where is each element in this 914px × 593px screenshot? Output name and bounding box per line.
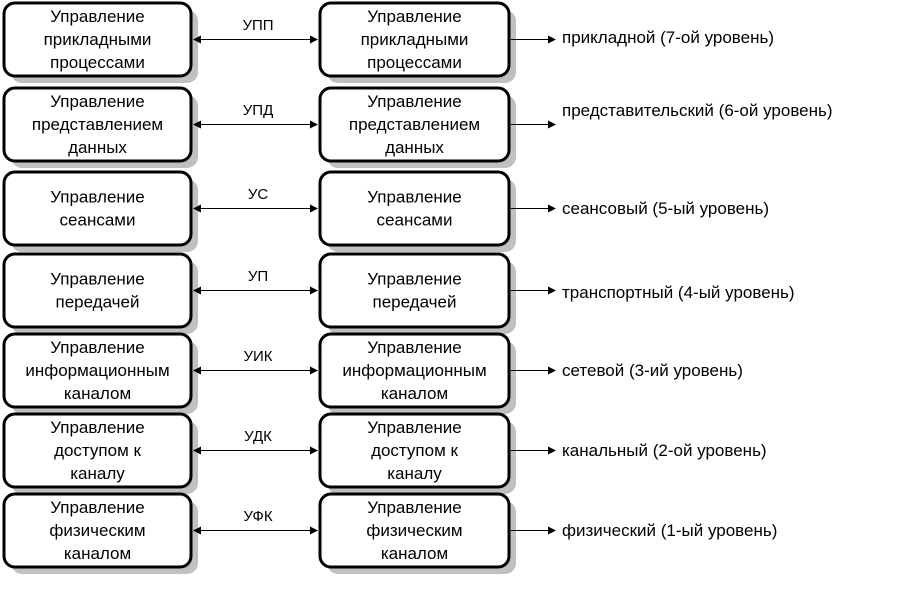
right-layer-text-line: каналу bbox=[387, 464, 442, 483]
protocol-label: УПП bbox=[242, 17, 273, 34]
left-layer-box bbox=[2, 492, 193, 569]
right-layer-text-line: Управление bbox=[367, 418, 462, 437]
right-layer-text-line: физическим bbox=[366, 521, 462, 540]
right-layer-text-line: сеансами bbox=[377, 210, 453, 229]
level-arrowhead bbox=[548, 526, 556, 535]
right-layer-text-line: процессами bbox=[367, 53, 462, 72]
connector-right-arrowhead bbox=[310, 204, 318, 213]
protocol-label: УПД bbox=[243, 102, 273, 119]
right-layer-text-line: передачей bbox=[372, 292, 456, 311]
right-layer-text-line: прикладными bbox=[361, 30, 469, 49]
left-layer-text-line: сеансами bbox=[60, 210, 136, 229]
level-label: канальный (2-ой уровень) bbox=[562, 441, 767, 460]
labels: УправлениеприкладнымипроцессамиУправлени… bbox=[25, 7, 832, 563]
right-layer-text-line: информационным bbox=[342, 361, 486, 380]
right-layer-box bbox=[318, 252, 511, 329]
right-layer-text-line: Управление bbox=[367, 188, 462, 207]
left-layer-text-line: Управление bbox=[50, 270, 145, 289]
right-layer-text-line: Управление bbox=[367, 7, 462, 26]
level-label: транспортный (4-ый уровень) bbox=[562, 283, 795, 302]
connectors bbox=[193, 35, 556, 535]
left-layer-text-line: Управление bbox=[50, 188, 145, 207]
right-layer-text-line: доступом к bbox=[371, 441, 458, 460]
right-layer-text-line: данных bbox=[385, 138, 444, 157]
right-layer-text-line: Управление bbox=[367, 270, 462, 289]
right-layer-text-line: каналом bbox=[381, 544, 448, 563]
left-layer-text-line: данных bbox=[68, 138, 127, 157]
left-layer-text-line: физическим bbox=[49, 521, 145, 540]
right-layer-text-line: каналом bbox=[381, 384, 448, 403]
level-arrowhead bbox=[548, 446, 556, 455]
left-layer-box bbox=[2, 332, 193, 409]
connector-left-arrowhead bbox=[193, 446, 201, 455]
level-arrowhead bbox=[548, 366, 556, 375]
right-layer-box bbox=[318, 86, 511, 163]
connector-left-arrowhead bbox=[193, 35, 201, 44]
left-layer-text-line: представлением bbox=[32, 115, 163, 134]
connector-right-arrowhead bbox=[310, 120, 318, 129]
left-layer-text-line: передачей bbox=[55, 292, 139, 311]
connector-left-arrowhead bbox=[193, 286, 201, 295]
left-layer-text-line: Управление bbox=[50, 338, 145, 357]
left-layer-text-line: Управление bbox=[50, 7, 145, 26]
left-layer-text-line: доступом к bbox=[54, 441, 141, 460]
protocol-label: УИК bbox=[243, 348, 272, 365]
right-layer-text-line: Управление bbox=[367, 338, 462, 357]
connector-left-arrowhead bbox=[193, 366, 201, 375]
protocol-label: УФК bbox=[243, 508, 272, 525]
right-layer-box bbox=[318, 1, 511, 78]
left-layer-text-line: информационным bbox=[25, 361, 169, 380]
layer-boxes bbox=[2, 1, 511, 569]
level-arrowhead bbox=[548, 204, 556, 213]
connector-right-arrowhead bbox=[310, 526, 318, 535]
right-layer-text-line: Управление bbox=[367, 498, 462, 517]
connector-right-arrowhead bbox=[310, 286, 318, 295]
level-label: представительский (6-ой уровень) bbox=[562, 101, 833, 120]
connector-right-arrowhead bbox=[310, 446, 318, 455]
left-layer-text-line: прикладными bbox=[44, 30, 152, 49]
left-layer-text-line: каналом bbox=[64, 384, 131, 403]
left-layer-text-line: процессами bbox=[50, 53, 145, 72]
left-layer-text-line: Управление bbox=[50, 92, 145, 111]
level-label: физический (1-ый уровень) bbox=[562, 521, 777, 540]
connector-left-arrowhead bbox=[193, 526, 201, 535]
left-layer-box bbox=[2, 1, 193, 78]
left-layer-text-line: Управление bbox=[50, 498, 145, 517]
right-layer-box bbox=[318, 332, 511, 409]
level-label: сетевой (3-ий уровень) bbox=[562, 361, 743, 380]
level-arrowhead bbox=[548, 35, 556, 44]
right-layer-box bbox=[318, 412, 511, 489]
right-layer-box bbox=[318, 492, 511, 569]
left-layer-text-line: каналу bbox=[70, 464, 125, 483]
protocol-label: УС bbox=[248, 186, 269, 203]
left-layer-box bbox=[2, 252, 193, 329]
left-layer-text-line: каналом bbox=[64, 544, 131, 563]
connector-right-arrowhead bbox=[310, 35, 318, 44]
level-label: прикладной (7-ой уровень) bbox=[562, 28, 774, 47]
left-layer-box bbox=[2, 170, 193, 247]
level-arrowhead bbox=[548, 120, 556, 129]
left-layer-box bbox=[2, 412, 193, 489]
level-label: сеансовый (5-ый уровень) bbox=[562, 199, 769, 218]
connector-left-arrowhead bbox=[193, 120, 201, 129]
right-layer-text-line: Управление bbox=[367, 92, 462, 111]
protocol-label: УДК bbox=[244, 428, 272, 445]
connector-right-arrowhead bbox=[310, 366, 318, 375]
protocol-label: УП bbox=[248, 268, 268, 285]
level-arrowhead bbox=[548, 286, 556, 295]
right-layer-text-line: представлением bbox=[349, 115, 480, 134]
left-layer-box bbox=[2, 86, 193, 163]
left-layer-text-line: Управление bbox=[50, 418, 145, 437]
connector-left-arrowhead bbox=[193, 204, 201, 213]
right-layer-box bbox=[318, 170, 511, 247]
